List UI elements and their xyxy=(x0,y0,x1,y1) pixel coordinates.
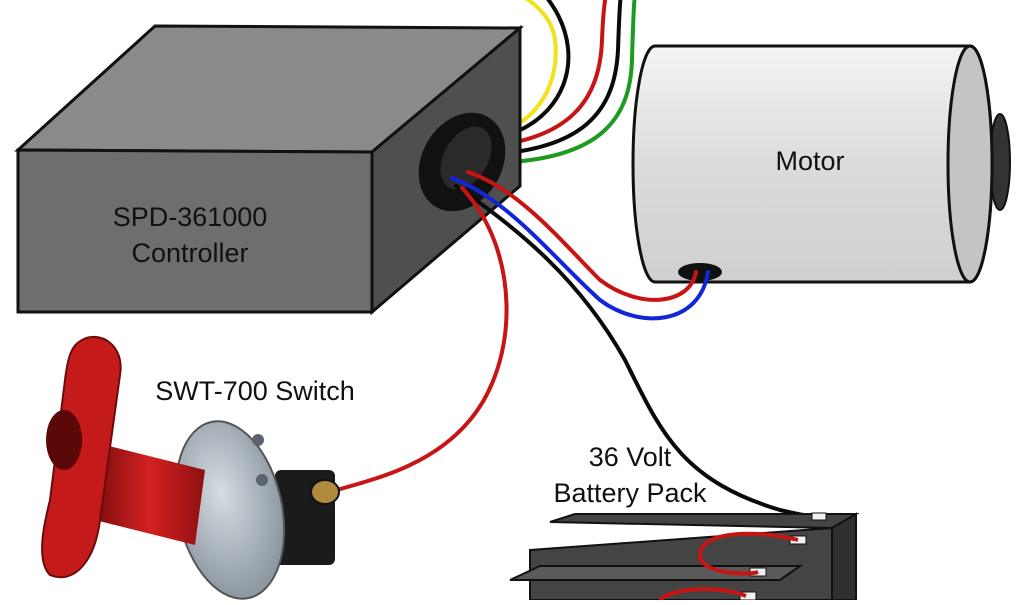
battery-jumper-1 xyxy=(697,531,799,576)
motor xyxy=(631,44,1011,284)
battery-second-top xyxy=(509,565,804,581)
black-wire-upper-2 xyxy=(476,0,623,157)
battery-top xyxy=(549,513,860,530)
black-battery-wire xyxy=(454,184,822,519)
switch-plate-hole-1 xyxy=(252,434,264,446)
controller-label-line2: Controller xyxy=(131,238,249,268)
battery-side xyxy=(831,512,857,601)
upper-wire-bundle xyxy=(472,0,637,166)
black-wire-upper xyxy=(488,0,571,142)
switch xyxy=(41,335,340,600)
controller-grommet-hole xyxy=(440,126,492,190)
yellow-wire xyxy=(498,0,558,134)
motor-end-cap xyxy=(946,44,994,284)
red-motor-wire xyxy=(466,170,698,302)
green-wire xyxy=(472,0,637,166)
battery-label-line1: 36 Volt xyxy=(588,442,672,472)
red-wire-upper xyxy=(480,0,608,149)
battery-label-line2: Battery Pack xyxy=(553,478,707,508)
switch-label: SWT-700 Switch xyxy=(155,376,355,406)
battery-terminal-1 xyxy=(811,512,827,521)
switch-handle-socket xyxy=(46,410,82,470)
controller-label-line1: SPD-361000 xyxy=(112,202,268,232)
motor-label: Motor xyxy=(775,146,845,176)
controller-box xyxy=(14,24,525,316)
switch-handle xyxy=(41,335,122,578)
blue-motor-wire xyxy=(450,176,710,321)
motor-wires xyxy=(450,170,710,321)
motor-grommet xyxy=(678,263,722,281)
battery-jumper-2 xyxy=(658,587,747,602)
switch-terminal xyxy=(310,479,340,505)
red-switch-wire xyxy=(328,186,509,494)
switch-handle-stem xyxy=(95,445,205,545)
battery-pack xyxy=(509,512,860,602)
switch-plate-hole-2 xyxy=(256,474,268,486)
